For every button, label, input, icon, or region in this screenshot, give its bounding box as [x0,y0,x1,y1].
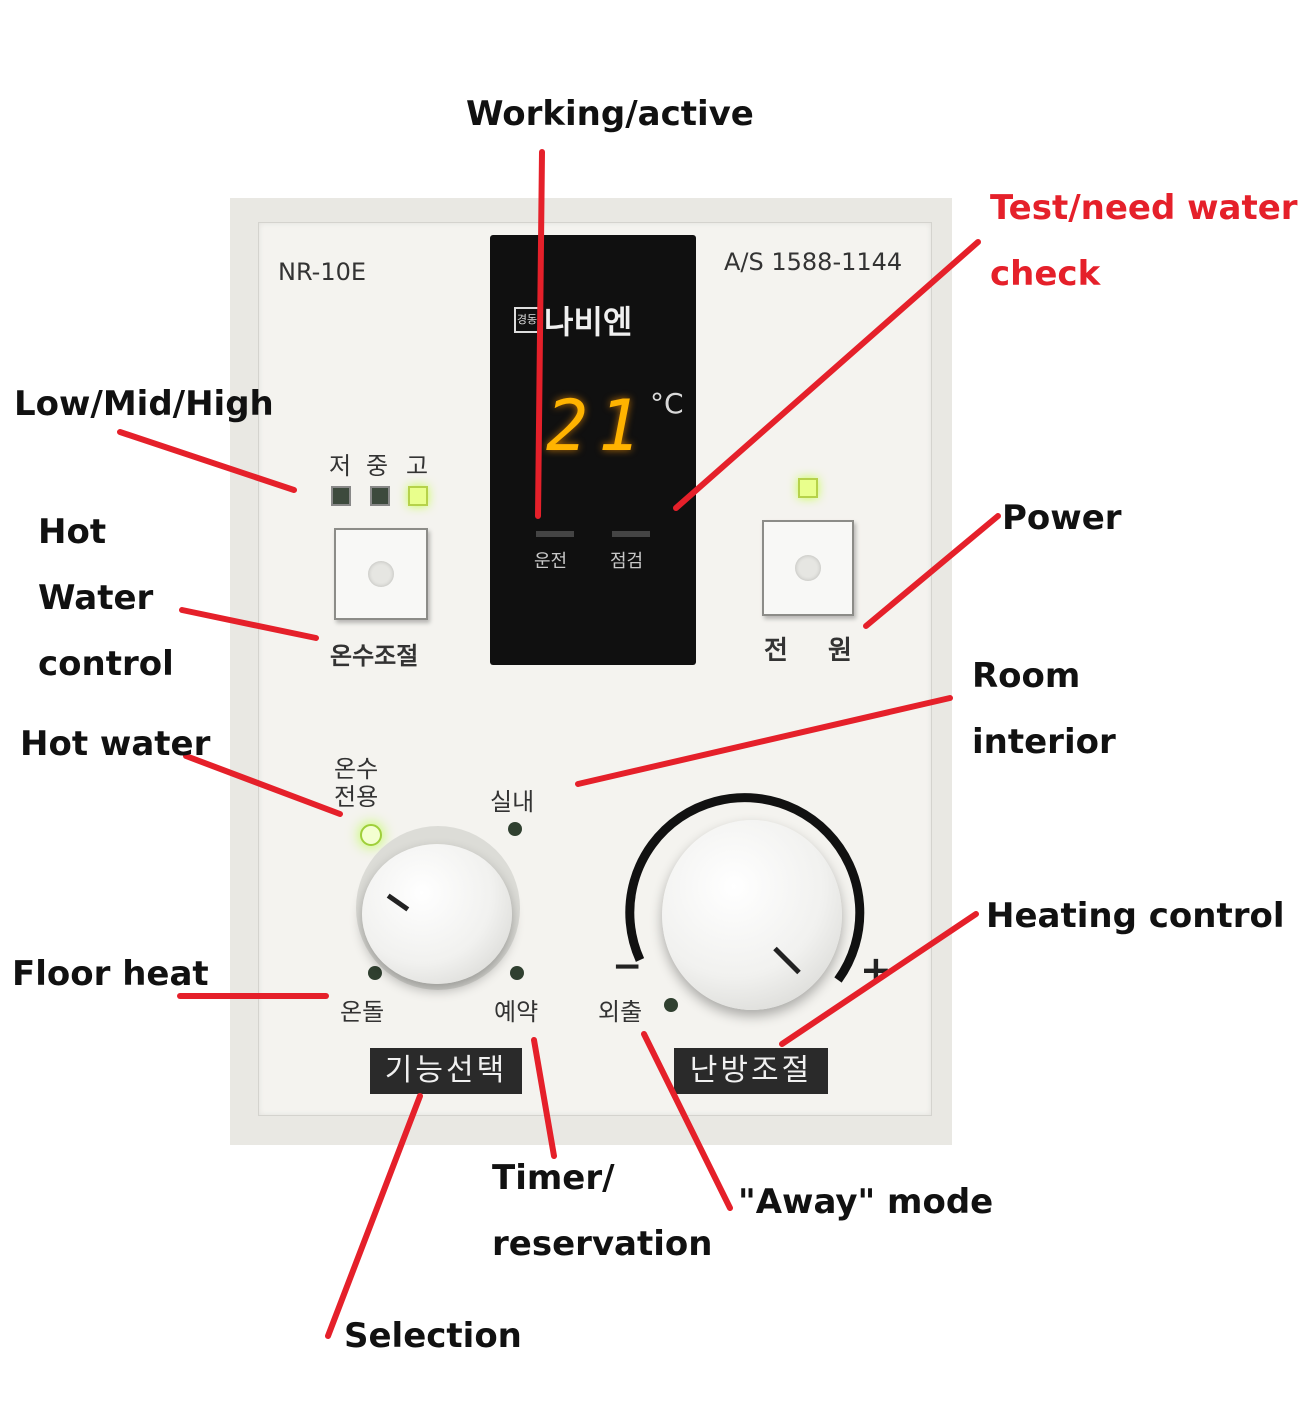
annotation-low-mid-high: Low/Mid/High [14,384,274,424]
mode-timer-led [510,966,524,980]
annotation-test-line1: Test/need water [990,188,1298,228]
hot-water-adjust-button[interactable] [334,528,428,620]
line-hot-water [183,753,343,817]
button-dot [795,555,821,581]
annotation-hot-water-control-line3: control [38,644,174,684]
annotation-selection: Selection [344,1316,522,1356]
mode-away-led [664,998,678,1012]
power-label-2: 원 [828,636,852,666]
annotation-room-line2: interior [972,722,1116,762]
check-indicator-label: 점검 [610,551,644,572]
line-power [863,513,1001,629]
hot-water-adjust-label: 온수조절 [330,642,419,670]
level-low-led [331,486,351,506]
line-hot-water-control [179,607,319,641]
service-phone-label: A/S 1588-1144 [724,248,903,276]
run-indicator-led [536,531,574,537]
mode-timer-label: 예약 [494,998,539,1026]
annotation-away-mode: "Away" mode [738,1182,994,1222]
function-select-tag: 기능선택 [370,1048,522,1094]
mode-floor-led [368,966,382,980]
temp-unit: °C [650,387,684,420]
model-label: NR-10E [278,258,367,286]
line-test [673,239,981,511]
heating-control-knob[interactable] [662,820,842,1010]
power-button[interactable] [762,520,854,616]
run-indicator-label: 운전 [534,551,568,572]
mode-floor-label: 온돌 [340,998,385,1026]
level-high-led [408,486,428,506]
line-timer [531,1037,557,1159]
annotation-room-line1: Room [972,656,1081,696]
power-label-1: 전 [764,636,788,666]
line-working [535,149,545,519]
mode-room-label: 실내 [490,788,535,816]
temperature-readout: 21 [546,385,651,467]
level-mid-led [370,486,390,506]
annotation-hot-water-control-line1: Hot [38,512,107,552]
annotation-working-active: Working/active [466,94,754,134]
line-away [641,1031,733,1211]
annotation-hot-water-control-line2: Water [38,578,154,618]
level-high-label: 고 [406,452,429,480]
annotation-heating-control: Heating control [986,896,1285,936]
button-dot [368,561,394,587]
power-led [798,478,818,498]
mode-hot-water-label-1: 온수 [334,755,379,783]
annotation-power: Power [1002,498,1122,538]
heating-minus-label: − [612,946,643,987]
annotation-timer-line1: Timer/ [492,1158,615,1198]
line-room [575,695,953,787]
brand-name: 나비엔 [544,303,633,341]
heating-adjust-tag: 난방조절 [674,1048,828,1094]
line-low-mid-high [117,429,297,493]
display-window: 경동 나비엔 21 °C 운전 점검 [490,235,696,665]
mode-away-label: 외출 [598,998,643,1026]
mode-hot-water-led [360,824,382,846]
function-select-knob[interactable] [362,844,512,984]
annotation-hot-water: Hot water [20,724,211,764]
mode-hot-water-label-2: 전용 [334,783,379,811]
line-heating [779,911,979,1047]
annotation-test-line2: check [990,254,1101,294]
check-indicator-led [612,531,650,537]
mode-room-led [508,822,522,836]
level-low-label: 저 [329,452,352,480]
level-mid-label: 중 [366,452,389,480]
line-selection [325,1093,423,1339]
annotation-floor-heat: Floor heat [12,954,209,994]
annotation-timer-line2: reservation [492,1224,713,1264]
